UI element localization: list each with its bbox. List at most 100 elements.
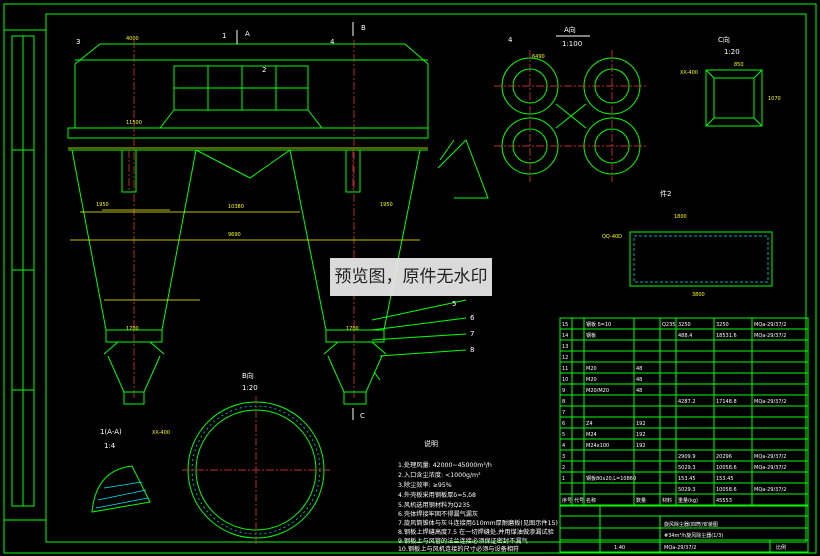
parts-header-qty: 数量 [636,497,646,504]
parts-cell-no: 4 [562,443,565,449]
parts-cell-remark: MQa-29/37/2 [754,454,786,460]
dim-lower-span: 9690 [228,232,241,238]
parts-cell-w2: 20296 [716,454,732,460]
view-b-label: B向 [242,371,254,380]
callout-7: 7 [470,330,474,338]
parts-cell-no: 9 [562,388,565,394]
view-b: B向 1:20 XX-400 [152,371,330,544]
title-line2: #34m³/h旋风除尘器(1/3) [664,532,723,539]
drawing-frame [3,3,817,554]
parts-cell-name: M20/M20 [586,388,609,394]
parts-cell-w1: 153.45 [678,476,696,482]
notes-title: 说明 [424,439,438,448]
note-5: 5.风机选用钢材料为Q235 [398,501,470,509]
dim-cyl-width-right: 1700 [346,326,359,332]
callout-8: 8 [470,346,474,354]
detail-1-scale: 1:4 [104,442,116,450]
parts-cell-no: 14 [562,333,568,339]
parts-cell-w1: 5029.3 [678,487,696,493]
dim-top-width: 4000 [126,36,139,42]
parts-cell-mat: Q235 [662,322,675,328]
parts-cell-name: M20 [586,366,597,372]
note-1: 1.处理风量: 42000~45000m³/h [398,461,492,469]
parts-cell-qty: 192 [636,421,646,427]
parts-cell-remark: MQa-29/37/2 [754,487,786,493]
dim-cyl-width: 1700 [126,326,139,332]
parts-cell-no: 10 [562,377,568,383]
dim-mid-span: 10380 [228,204,244,210]
detail-1-label: 1(A-A) [100,428,122,436]
parts-header-code: 代号 [574,497,584,504]
watermark: 预览图，原件无水印 [330,258,492,296]
dim-a-width: 6490 [532,54,545,60]
parts-header-mat: 材料 [662,497,672,504]
parts-header-total: 45553 [716,498,732,504]
dim-part2-width: 3800 [692,292,705,298]
callout-2: 1 [222,32,226,40]
parts-cell-w1: 3250 [678,322,691,328]
notes: 说明 1.处理风量: 42000~45000m³/h 2.入口含尘浓度: <10… [398,439,558,553]
note-9: 9.钢板上与风管的法兰连接必须保证密封不漏气 [398,537,528,545]
parts-cell-name: M24 [586,432,597,438]
part2-pipe-label: QQ-40D [602,234,622,240]
note-7: 7.旋风筒锥体与灰斗连接用δ10mm厚耐磨板(见图示件15) [398,519,558,527]
parts-cell-w2: 10058.6 [716,487,737,493]
parts-cell-name: M24x100 [586,443,609,449]
callout-numbers: 3 1 2 4 5 6 7 8 [76,32,475,354]
view-b-scale: 1:20 [242,384,258,392]
callout-4: 4 [330,38,335,46]
parts-cell-no: 15 [562,322,568,328]
parts-cell-qty: 48 [636,388,642,394]
parts-header-name: 名称 [586,497,596,504]
title-scale: 1:40 [614,545,625,551]
parts-cell-w1: 5029.3 [678,465,696,471]
dim-c-height: 1070 [768,96,781,102]
view-a: A向 1:100 6490 4 [494,25,648,182]
dim-left-1: 1950 [96,202,109,208]
title-line1: 旋风除尘器(四筒)安装图 [664,521,718,528]
parts-cell-remark: MQa-29/37/2 [754,333,786,339]
callout-a-4: 4 [508,36,513,44]
parts-cell-remark: MQa-29/37/2 [754,399,786,405]
dim-right-1: 1950 [380,202,393,208]
parts-cell-name: M20 [586,377,597,383]
dim-c-width: 850 [734,62,744,68]
marker-a: A [245,30,250,38]
parts-cell-no: 5 [562,432,565,438]
callout-1: 3 [76,38,80,46]
parts-cell-w2: 153.45 [716,476,734,482]
dim-upper-width: 11500 [126,120,142,126]
dim-pipe-label-c: XX-400 [680,70,698,76]
parts-cell-remark: MQa-29/37/2 [754,465,786,471]
note-6: 6.壳体焊接牢固不得漏气漏灰 [398,510,478,518]
parts-cell-no: 6 [562,421,565,427]
parts-cell-w2: 3250 [716,322,729,328]
callout-3: 2 [262,66,266,74]
title-scale-label: 比例 [776,544,786,551]
callout-6: 6 [470,314,475,322]
parts-cell-no: 3 [562,454,565,460]
note-10: 10.钢板上与风机连接的尺寸必须与设备相符 [398,545,519,553]
parts-cell-qty: 192 [636,432,646,438]
parts-cell-w1: 4287.2 [678,399,696,405]
note-3: 3.除尘效率: ≥95% [398,481,452,489]
marker-b: B [361,24,366,32]
view-a-label: A向 [564,25,576,34]
parts-cell-no: 12 [562,355,568,361]
view-a-scale: 1:100 [562,40,582,48]
part-2-view: 件2 1800 QQ-40D 3800 [602,189,773,298]
dim-pipe-label-b: XX-400 [152,430,170,436]
parts-cell-w2: 18531.6 [716,333,737,339]
section-markers: A B C [236,22,366,420]
marker-c: C [360,412,365,420]
note-2: 2.入口含尘浓度: <1000g/m³ [398,471,481,479]
note-8: 8.钢板上焊缝高度7.5 在一切焊缝处,并用煤油做渗漏试验 [398,528,555,536]
parts-cell-w1: 488.4 [678,333,692,339]
parts-cell-qty: 192 [636,443,646,449]
parts-cell-qty: 48 [636,377,642,383]
parts-cell-no: 13 [562,344,568,350]
main-dimensions: 4000 11500 10380 9690 1950 1950 1700 170… [96,36,393,332]
detail-1: 1(A-A) 1:4 [91,428,151,513]
parts-cell-name: 钢板 δ=10 [586,321,611,328]
parts-cell-no: 7 [562,410,565,416]
